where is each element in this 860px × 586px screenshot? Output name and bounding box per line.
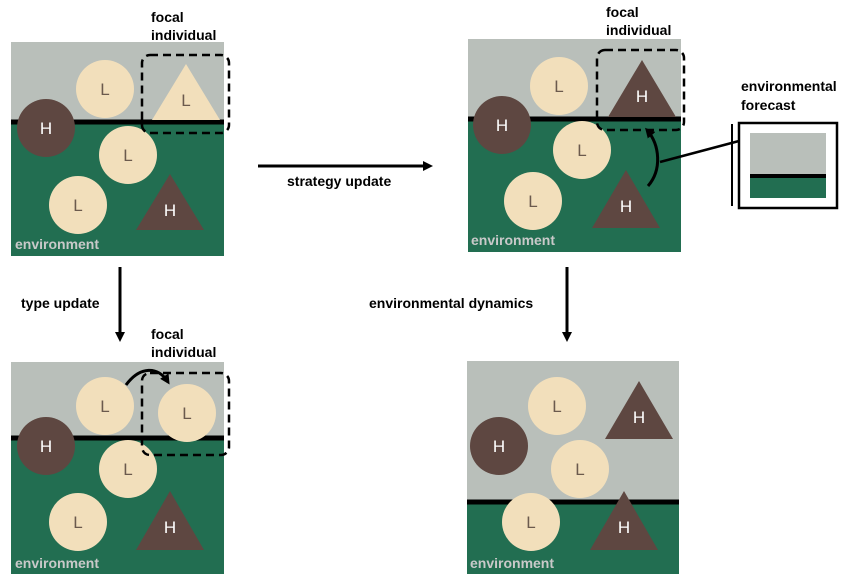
- token-high-label: H: [40, 437, 52, 456]
- token-low: L: [553, 121, 611, 179]
- token-low-label: L: [73, 513, 82, 532]
- strategy-update-label: strategy update: [287, 173, 391, 189]
- focal-label-line2: individual: [151, 344, 216, 360]
- focal-highlight-box: [140, 371, 231, 457]
- token-low-label: L: [123, 146, 132, 165]
- token-low: L: [502, 493, 560, 551]
- panel-environment-changed: L H L L H H environment: [467, 361, 679, 574]
- environment-label: environment: [470, 555, 554, 571]
- focal-highlight-box: [595, 48, 686, 132]
- forecast-ground: [750, 176, 826, 198]
- token-low: L: [76, 377, 134, 435]
- type-update-label: type update: [21, 295, 100, 311]
- token-low-label: L: [528, 192, 537, 211]
- token-low: L: [551, 440, 609, 498]
- triangle-high: H: [136, 491, 204, 550]
- triangle-high: H: [605, 381, 673, 439]
- panel-initial: L H L L H L environment focal individual: [11, 9, 231, 256]
- token-low-focal: L: [158, 384, 216, 442]
- strategy-update-step: strategy update: [258, 161, 433, 189]
- environment-label: environment: [15, 555, 99, 571]
- token-high-label: H: [164, 201, 176, 220]
- triangle-low-focal: L: [152, 64, 220, 120]
- token-low-label: L: [577, 141, 586, 160]
- token-high: H: [470, 417, 528, 475]
- token-high-label: H: [620, 197, 632, 216]
- triangle-high: H: [136, 174, 204, 230]
- type-update-step: type update: [21, 267, 125, 342]
- token-high: H: [17, 417, 75, 475]
- token-high-label: H: [40, 119, 52, 138]
- type-change-arrow: [124, 368, 170, 386]
- token-low-label: L: [554, 77, 563, 96]
- token-low-label: L: [552, 397, 561, 416]
- token-high-label: H: [493, 437, 505, 456]
- token-low-label: L: [575, 460, 584, 479]
- forecast-label-line1: environmental: [741, 78, 837, 94]
- panel-type-updated: L H L L H L environment focal individual: [11, 326, 231, 574]
- token-low-label: L: [73, 196, 82, 215]
- environment-label: environment: [471, 232, 555, 248]
- token-high-label: H: [496, 116, 508, 135]
- panel-strategy-updated: L H L L H H environment focal individual: [468, 4, 686, 252]
- forecast-label-line2: forecast: [741, 97, 796, 113]
- token-low-label: L: [526, 513, 535, 532]
- forecast-sky: [750, 133, 826, 176]
- environmental-dynamics-step: environmental dynamics: [369, 267, 572, 342]
- token-high-label: H: [636, 87, 648, 106]
- token-low: L: [530, 57, 588, 115]
- focal-label-line1: focal: [151, 9, 184, 25]
- token-low: L: [528, 377, 586, 435]
- triangle-high: H: [590, 491, 658, 550]
- token-low: L: [49, 493, 107, 551]
- token-low: L: [99, 440, 157, 498]
- token-low-label: L: [100, 397, 109, 416]
- environment-label: environment: [15, 236, 99, 252]
- focal-label-line2: individual: [151, 27, 216, 43]
- environmental-forecast: environmental forecast: [659, 78, 839, 210]
- focal-label-line1: focal: [151, 326, 184, 342]
- forecast-connector-line: [659, 139, 740, 164]
- token-low-label: L: [181, 91, 190, 110]
- triangle-high-focal: H: [608, 60, 676, 117]
- token-low: L: [504, 172, 562, 230]
- token-high-label: H: [164, 518, 176, 537]
- token-low-label: L: [182, 404, 191, 423]
- token-low: L: [99, 126, 157, 184]
- token-high-label: H: [633, 408, 645, 427]
- strategy-change-arrow: [645, 127, 660, 187]
- environmental-dynamics-label: environmental dynamics: [369, 295, 533, 311]
- focal-label-line2: individual: [606, 22, 671, 38]
- token-low: L: [76, 60, 134, 118]
- token-low: L: [49, 176, 107, 234]
- token-low-label: L: [123, 460, 132, 479]
- token-high: H: [17, 99, 75, 157]
- token-low-label: L: [100, 80, 109, 99]
- token-high-label: H: [618, 518, 630, 537]
- token-high: H: [473, 96, 531, 154]
- focal-label-line1: focal: [606, 4, 639, 20]
- triangle-high: H: [592, 170, 660, 228]
